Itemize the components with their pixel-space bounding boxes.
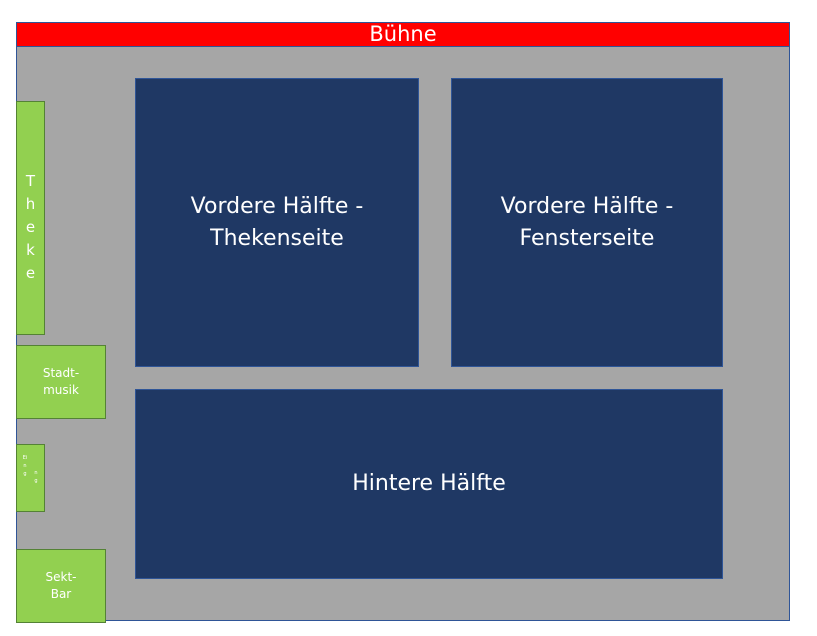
bar-counter: Theke [16, 101, 45, 335]
entrance-label-part-1: Eing [22, 455, 28, 477]
area-front-window-side: Vordere Hälfte - Fensterseite [451, 78, 723, 367]
area-back-half-label: Hintere Hälfte [352, 471, 506, 496]
area-front-bar-side: Vordere Hälfte - Thekenseite [135, 78, 419, 367]
band-area: Stadt- musik [16, 345, 106, 419]
sekt-bar-label: Sekt- Bar [45, 570, 77, 601]
bar-counter-label: Theke [25, 172, 36, 282]
band-area-label: Stadt- musik [42, 366, 80, 397]
area-back-half: Hintere Hälfte [135, 389, 723, 579]
sekt-bar: Sekt- Bar [16, 549, 106, 623]
area-front-bar-side-label: Vordere Hälfte - Thekenseite [190, 193, 364, 251]
entrance-label-part-2: ng [34, 470, 38, 484]
stage: Bühne [16, 22, 790, 47]
stage-label: Bühne [369, 22, 437, 46]
area-front-window-side-label: Vordere Hälfte - Fensterseite [500, 193, 674, 251]
entrance: Eing ng [16, 444, 45, 512]
